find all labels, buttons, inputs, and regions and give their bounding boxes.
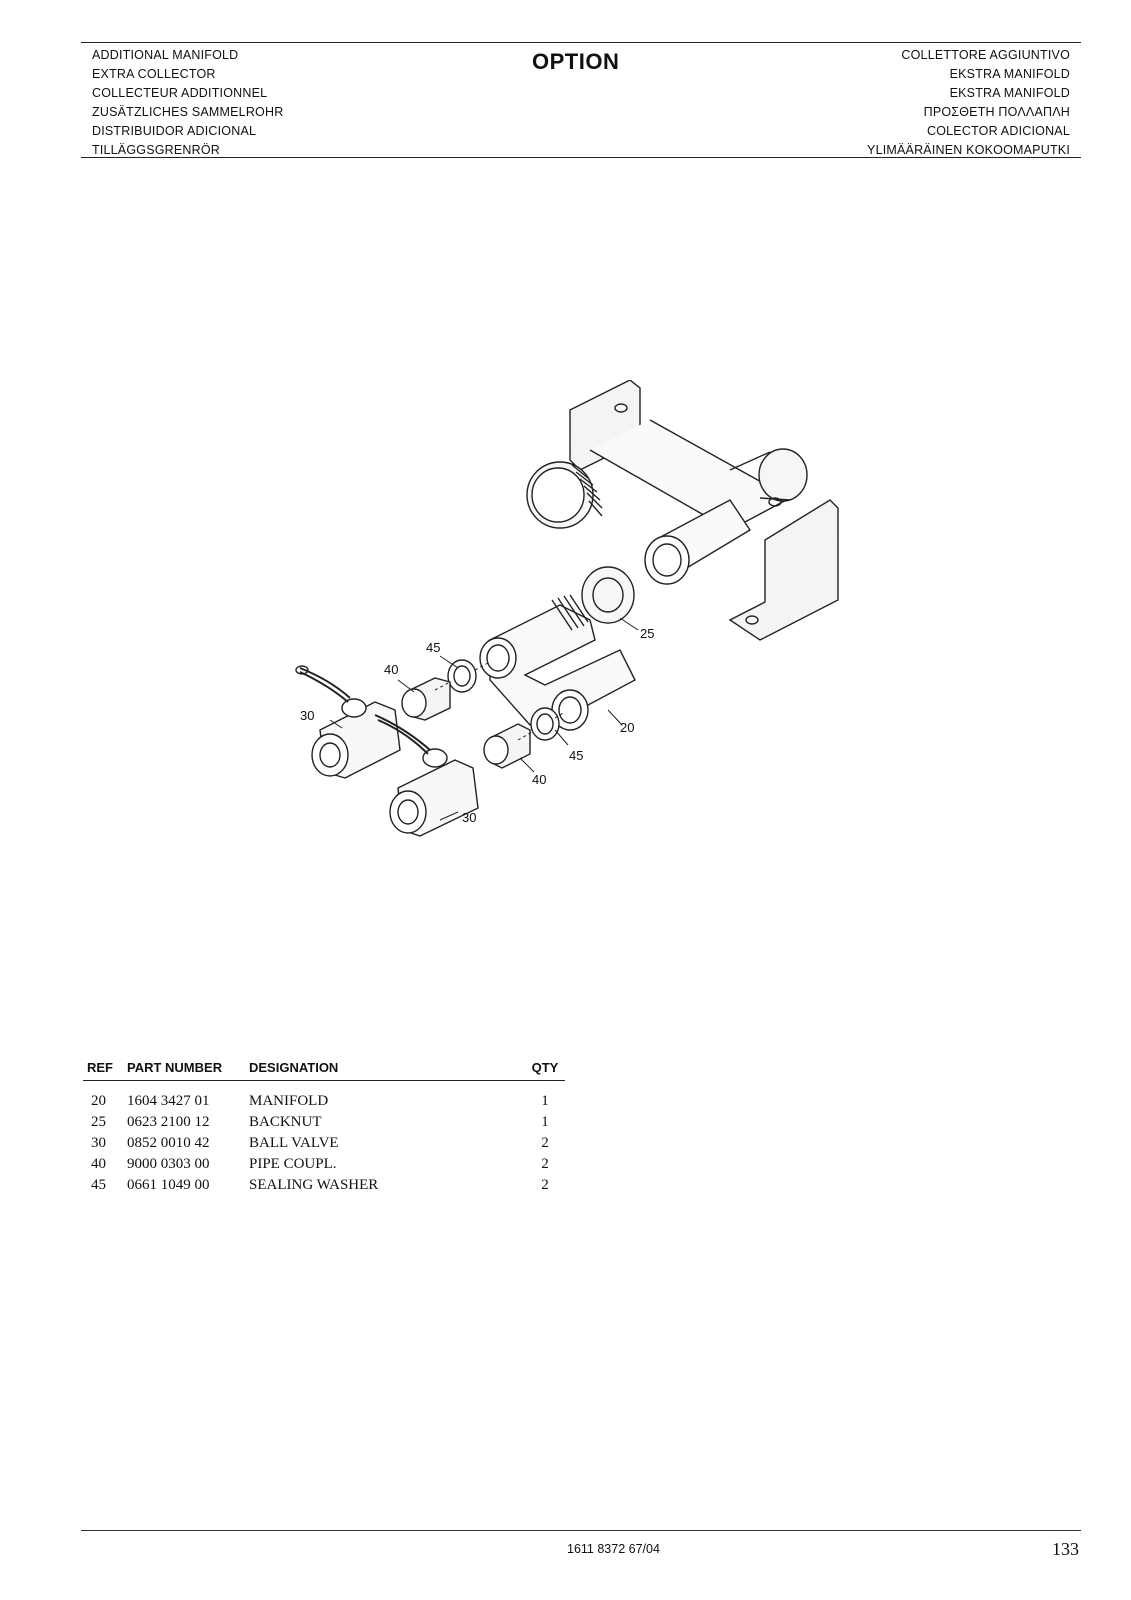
ball-valve-lower-port (389, 790, 427, 834)
row-ref: 20 (91, 1093, 106, 1109)
title-fr: COLLECTEUR ADDITIONNEL (92, 86, 268, 100)
callout-30-lower: 30 (462, 810, 476, 825)
page-number: 133 (1052, 1539, 1079, 1559)
callout-20: 20 (620, 720, 634, 735)
header-designation: DESIGNATION (249, 1059, 339, 1075)
title-el: ΠΡΟΣΘΕΤΗ ΠΟΛΛΑΠΛΗ (923, 105, 1070, 119)
table-row: 30 0852 0010 42 BALL VALVE 2 (83, 1133, 565, 1154)
footer-divider (81, 1530, 1081, 1531)
page-header: ADDITIONAL MANIFOLD EXTRA COLLECTOR COLL… (81, 42, 1081, 158)
manifold-thread (551, 594, 589, 631)
table-row: 40 9000 0303 00 PIPE COUPL. 2 (83, 1154, 565, 1175)
row-qty: 2 (541, 1156, 549, 1172)
title-no: EKSTRA MANIFOLD (949, 67, 1070, 81)
row-qty: 1 (541, 1114, 549, 1130)
row-part-number: 0852 0010 42 (127, 1135, 210, 1151)
row-ref: 30 (91, 1135, 106, 1151)
header-qty: QTY (531, 1059, 559, 1075)
bracket-front-plate (728, 499, 839, 641)
ball-valve-lower-stem (422, 748, 448, 768)
washer-lower-inner (536, 713, 554, 735)
manifold-port-upper-inner (486, 644, 510, 672)
row-part-number: 1604 3427 01 (127, 1093, 210, 1109)
threaded-end-face (531, 467, 585, 523)
title-de: ZUSÄTZLICHES SAMMELROHR (92, 105, 284, 119)
row-qty: 2 (541, 1135, 549, 1151)
ball-valve-lower-port-inner (397, 799, 419, 825)
header-part-number: PART NUMBER (127, 1059, 223, 1075)
callout-40-lower: 40 (532, 772, 546, 787)
bracket-front-hole (768, 497, 782, 507)
row-ref: 25 (91, 1114, 106, 1130)
washer-upper-inner (453, 665, 471, 687)
parts-table-body: 20 1604 3427 01 MANIFOLD 1 25 0623 2100 … (83, 1091, 565, 1196)
header-right-titles: COLLETTORE AGGIUNTIVO EKSTRA MANIFOLD EK… (867, 46, 1070, 160)
parts-table-header: REF PART NUMBER DESIGNATION QTY (83, 1056, 565, 1081)
title-en-alt: EXTRA COLLECTOR (92, 67, 216, 81)
manifold-port-upper (479, 637, 517, 679)
washer-upper (447, 659, 477, 693)
document-number: 1611 8372 67/04 (567, 1542, 660, 1556)
callout-40-upper: 40 (384, 662, 398, 677)
ball-valve-lower-handle (374, 714, 431, 755)
table-row: 20 1604 3427 01 MANIFOLD 1 (83, 1091, 565, 1112)
callout-30-upper: 30 (300, 708, 314, 723)
row-ref: 45 (91, 1177, 106, 1193)
title-pt: COLECTOR ADICIONAL (927, 124, 1070, 138)
bracket-hole (614, 403, 628, 413)
table-row: 45 0661 1049 00 SEALING WASHER 2 (83, 1175, 565, 1196)
row-part-number: 9000 0303 00 (127, 1156, 210, 1172)
row-designation: BACKNUT (249, 1114, 322, 1130)
callout-45-upper: 45 (426, 640, 440, 655)
title-es: DISTRIBUIDOR ADICIONAL (92, 124, 257, 138)
header-left-titles: ADDITIONAL MANIFOLD EXTRA COLLECTOR COLL… (92, 46, 283, 160)
title-it: COLLETTORE AGGIUNTIVO (901, 48, 1070, 62)
row-designation: SEALING WASHER (249, 1177, 379, 1193)
title-en: ADDITIONAL MANIFOLD (92, 48, 239, 62)
callout-45-lower: 45 (569, 748, 583, 763)
row-ref: 40 (91, 1156, 106, 1172)
header-ref: REF (87, 1059, 113, 1075)
ball-valve-upper-handle (299, 667, 351, 703)
washer-lower (530, 707, 560, 741)
row-qty: 2 (541, 1177, 549, 1193)
title-da: EKSTRA MANIFOLD (949, 86, 1070, 100)
coupling-lower-face (483, 735, 509, 765)
table-row: 25 0623 2100 12 BACKNUT 1 (83, 1112, 565, 1133)
manifold-tube (589, 419, 792, 531)
title-sv: TILLÄGGSGRENRÖR (92, 143, 221, 157)
coupling-upper-face (401, 688, 427, 718)
row-designation: PIPE COUPL. (249, 1156, 337, 1172)
ball-valve-upper-port (311, 733, 349, 777)
row-designation: BALL VALVE (249, 1135, 339, 1151)
right-pipe-body (729, 451, 791, 501)
ball-valve-upper-grip (295, 665, 309, 675)
exploded-view-svg: 25 45 40 30 20 45 40 30 (295, 379, 839, 837)
ball-valve-upper-stem (341, 698, 367, 718)
row-qty: 1 (541, 1093, 549, 1109)
manifold-port-lower-inner (558, 696, 582, 724)
leader-lines (329, 617, 639, 821)
exploded-view-drawing: 25 45 40 30 20 45 40 30 (290, 379, 860, 860)
row-part-number: 0623 2100 12 (127, 1114, 210, 1130)
row-part-number: 0661 1049 00 (127, 1177, 210, 1193)
parts-list-table: REF PART NUMBER DESIGNATION QTY 20 1604 … (83, 1056, 565, 1196)
ball-valve-upper-port-inner (319, 742, 341, 768)
outlet-inner (652, 543, 682, 577)
thread-lines (571, 464, 603, 517)
axis-lines (434, 661, 566, 741)
title-fi: YLIMÄÄRÄINEN KOKOOMAPUTKI (867, 143, 1070, 157)
right-pipe-end (758, 448, 808, 502)
backnut (581, 566, 635, 624)
row-designation: MANIFOLD (249, 1093, 329, 1109)
bracket-foot-hole (745, 615, 759, 625)
backnut-inner (592, 577, 624, 613)
option-title: OPTION (532, 49, 620, 74)
outlet-end (644, 535, 690, 585)
callout-25: 25 (640, 626, 654, 641)
